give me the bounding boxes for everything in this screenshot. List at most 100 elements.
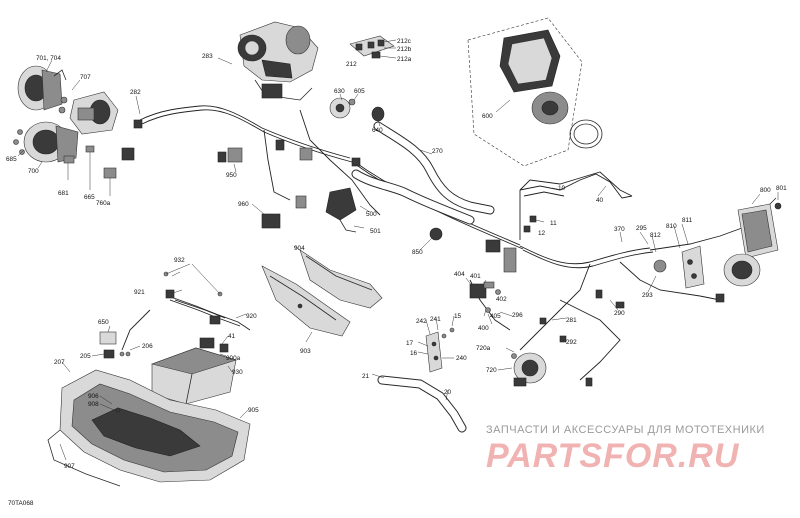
label-12: 12 bbox=[538, 230, 546, 237]
label-681: 681 bbox=[58, 190, 69, 197]
label-242: 242 bbox=[416, 318, 427, 325]
label-920: 920 bbox=[246, 313, 257, 320]
label-40: 40 bbox=[596, 197, 604, 204]
label-281: 281 bbox=[566, 317, 577, 324]
connector-650 bbox=[99, 331, 131, 359]
bracket-240 bbox=[425, 327, 455, 373]
reference-code: 70TA068 bbox=[8, 500, 34, 507]
label-290: 290 bbox=[614, 310, 625, 317]
label-20: 20 bbox=[444, 389, 452, 396]
label-207: 207 bbox=[54, 359, 65, 366]
watermark-tagline: ЗАПЧАСТИ И АКСЕССУАРЫ ДЛЯ МОТОТЕХНИКИ bbox=[486, 424, 765, 436]
label-640: 640 bbox=[372, 127, 383, 134]
part-labels: 283 212c 212b 212a 212 701, 704 707 282 … bbox=[6, 38, 787, 470]
label-10: 10 bbox=[558, 185, 566, 192]
label-282: 282 bbox=[130, 89, 141, 96]
sensors-630-640 bbox=[329, 97, 385, 122]
harness-920 bbox=[163, 263, 251, 331]
label-932: 932 bbox=[174, 257, 185, 264]
label-295: 295 bbox=[636, 225, 647, 232]
label-296: 296 bbox=[512, 312, 523, 319]
label-810: 810 bbox=[666, 223, 677, 230]
label-270: 270 bbox=[432, 148, 443, 155]
label-907: 907 bbox=[64, 463, 75, 470]
label-16: 16 bbox=[410, 350, 418, 357]
label-906: 906 bbox=[88, 393, 99, 400]
intake-tube-270 bbox=[373, 121, 495, 215]
motor-700 bbox=[13, 121, 79, 163]
label-500: 500 bbox=[366, 211, 377, 218]
label-905: 905 bbox=[248, 407, 259, 414]
label-404: 404 bbox=[454, 271, 465, 278]
label-401: 401 bbox=[470, 273, 481, 280]
label-850: 850 bbox=[412, 249, 423, 256]
label-811: 811 bbox=[682, 217, 693, 224]
label-930: 930 bbox=[232, 369, 243, 376]
label-685: 685 bbox=[6, 156, 17, 163]
motor-707 bbox=[58, 91, 119, 135]
label-600: 600 bbox=[482, 113, 493, 120]
label-283: 283 bbox=[202, 53, 213, 60]
label-812: 812 bbox=[650, 232, 661, 239]
motor-701 bbox=[17, 65, 67, 111]
label-240: 240 bbox=[456, 355, 467, 362]
label-15: 15 bbox=[454, 313, 462, 320]
label-400: 400 bbox=[478, 325, 489, 332]
label-11: 11 bbox=[550, 220, 557, 227]
label-760a: 760a bbox=[96, 200, 111, 207]
label-212b: 212b bbox=[397, 46, 412, 53]
label-605: 605 bbox=[354, 88, 365, 95]
label-700: 700 bbox=[28, 168, 39, 175]
label-921: 921 bbox=[134, 289, 145, 296]
ecu-module-800 bbox=[737, 197, 782, 259]
label-707: 707 bbox=[80, 74, 91, 81]
throttle-body-assembly bbox=[237, 21, 319, 101]
label-212: 212 bbox=[346, 61, 357, 68]
label-800: 800 bbox=[760, 187, 771, 194]
label-904: 904 bbox=[294, 245, 305, 252]
label-801: 801 bbox=[776, 185, 787, 192]
leader-lines bbox=[17, 57, 779, 461]
harness-connectors bbox=[121, 119, 725, 387]
cable-20-21 bbox=[377, 375, 467, 433]
chassis-tray-905 bbox=[47, 369, 251, 487]
label-212c: 212c bbox=[397, 38, 412, 45]
label-900a: 900a bbox=[226, 355, 241, 362]
watermark-logo: PARTSFOR.RU bbox=[486, 437, 740, 475]
label-701-704: 701, 704 bbox=[36, 55, 61, 62]
label-212a: 212a bbox=[397, 56, 412, 63]
switch-group-212 bbox=[349, 35, 397, 59]
sensor-bracket-810 bbox=[653, 245, 761, 289]
label-402: 402 bbox=[496, 296, 507, 303]
label-17: 17 bbox=[406, 340, 414, 347]
label-501: 501 bbox=[370, 228, 381, 235]
label-21: 21 bbox=[362, 373, 370, 380]
label-293: 293 bbox=[642, 292, 653, 299]
label-650: 650 bbox=[98, 319, 109, 326]
label-908: 908 bbox=[88, 401, 99, 408]
label-630: 630 bbox=[334, 88, 345, 95]
intake-tube-500 bbox=[325, 169, 475, 241]
small-parts-681-665 bbox=[63, 145, 117, 196]
side-panel-904 bbox=[299, 249, 383, 309]
label-241: 241 bbox=[430, 316, 441, 323]
label-206: 206 bbox=[142, 343, 153, 350]
label-41: 41 bbox=[228, 333, 236, 340]
label-950: 950 bbox=[226, 172, 237, 179]
label-903: 903 bbox=[300, 348, 311, 355]
label-720: 720 bbox=[486, 367, 497, 374]
label-205: 205 bbox=[80, 353, 91, 360]
label-960: 960 bbox=[238, 201, 249, 208]
light-720 bbox=[511, 352, 547, 387]
label-405: 405 bbox=[490, 313, 501, 320]
cable-10-40 bbox=[519, 173, 633, 233]
relay-400 bbox=[469, 281, 501, 313]
instrument-cluster-600 bbox=[467, 17, 603, 167]
side-panel-903 bbox=[261, 265, 351, 337]
label-370: 370 bbox=[614, 226, 625, 233]
label-720a: 720a bbox=[476, 345, 491, 352]
battery-930 bbox=[150, 337, 238, 405]
label-665: 665 bbox=[84, 194, 95, 201]
